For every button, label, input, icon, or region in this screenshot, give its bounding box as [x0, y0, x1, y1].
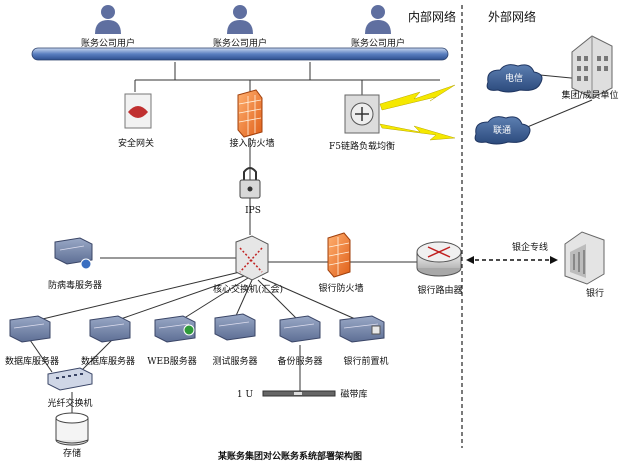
- router-icon: [416, 241, 462, 277]
- bank-firewall-label: 银行防火墙: [318, 282, 363, 294]
- firewall-icon: [237, 89, 263, 138]
- user-icon: [227, 5, 253, 34]
- server-icon: [9, 315, 51, 343]
- group-label: 集团/成员单位: [561, 89, 618, 101]
- bank-frontend-label: 银行前置机: [343, 355, 388, 367]
- web-server-label: WEB服务器: [147, 355, 196, 367]
- server-icon: [279, 315, 321, 343]
- building-icon: [571, 35, 613, 99]
- security-gateway-icon: [124, 93, 152, 129]
- cloud-icon: [474, 116, 531, 145]
- tape-unit-label: 1 U: [237, 390, 254, 400]
- core-switch-label: 核心交换机(汇会): [213, 283, 283, 295]
- access-firewall-label: 接入防火墙: [229, 137, 274, 149]
- lightning-icon: [379, 84, 456, 111]
- lock-icon: [239, 167, 261, 199]
- bank-building-icon: [564, 231, 605, 285]
- storage-label: 存储: [63, 447, 81, 459]
- network-bus: [31, 47, 449, 61]
- user-label-3: 账务公司用户: [351, 37, 405, 49]
- user-label-2: 账务公司用户: [213, 37, 267, 49]
- antivirus-label: 防病毒服务器: [48, 279, 102, 291]
- tape-library-icon: [262, 390, 336, 397]
- unicom-label: 联通: [493, 125, 511, 136]
- internal-zone-label: 内部网络: [408, 9, 456, 24]
- external-zone-label: 外部网络: [488, 9, 536, 24]
- test-server-label: 测试服务器: [212, 355, 257, 367]
- fiber-switch-label: 光纤交换机: [47, 397, 92, 409]
- diagram-caption: 某账务集团对公账务系统部署架构图: [218, 450, 362, 462]
- f5-load-balancer-icon: [344, 94, 380, 134]
- user-label-1: 账务公司用户: [81, 37, 135, 49]
- firewall-icon: [327, 232, 351, 278]
- server-icon: [214, 313, 256, 341]
- connection-lines: [29, 55, 593, 415]
- security-gateway-label: 安全网关: [118, 137, 154, 149]
- bank-router-label: 银行路由器: [417, 284, 462, 296]
- user-icon: [95, 5, 121, 34]
- server-icon: [89, 315, 131, 343]
- bank-label: 银行: [586, 287, 604, 299]
- storage-icon: [55, 412, 89, 446]
- cloud-icon: [486, 64, 543, 93]
- telecom-label: 电信: [505, 72, 523, 84]
- db-server-label-1: 数据库服务器: [5, 355, 59, 367]
- server-icon: [54, 237, 93, 270]
- backup-server-label: 备份服务器: [277, 355, 322, 367]
- server-icon: [339, 315, 385, 343]
- f5-label: F5链路负载均衡: [329, 140, 395, 152]
- bank-line-label: 银企专线: [512, 241, 548, 253]
- tape-library-label: 磁带库: [340, 388, 367, 400]
- core-switch-icon: [235, 235, 269, 281]
- arrow-left-icon: [466, 256, 474, 264]
- ips-label: IPS: [245, 206, 261, 216]
- db-server-label-2: 数据库服务器: [81, 355, 135, 367]
- user-icon: [365, 5, 391, 34]
- server-icon: [154, 315, 196, 343]
- arrow-right-icon: [550, 256, 558, 264]
- fiber-switch-icon: [47, 367, 93, 391]
- lightning-icon: [379, 123, 456, 141]
